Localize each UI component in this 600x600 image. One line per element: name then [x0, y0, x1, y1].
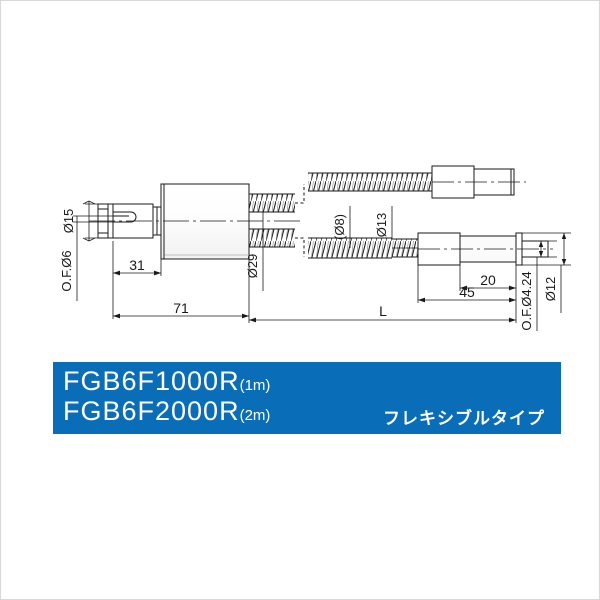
- dim-dia15-label: Ø15: [61, 209, 76, 234]
- break-bracket-lower: [295, 237, 305, 257]
- dim-of-dia424-label: O.F.Ø4.24: [519, 271, 534, 330]
- upper-end-fitting: [431, 165, 526, 199]
- dim-dia12-label: Ø12: [543, 277, 558, 302]
- model-line-2: FGB6F2000R(2m): [63, 396, 270, 427]
- break-bracket-upper: [295, 184, 305, 204]
- coil-section-body-lower: [249, 228, 295, 248]
- dim-dia29-label: Ø29: [245, 254, 260, 279]
- dimension-lines: [73, 200, 571, 331]
- coil-section-body-upper: [249, 193, 295, 213]
- product-type-label: フレキシブルタイプ: [383, 409, 545, 428]
- dim-L-label: L: [379, 303, 387, 319]
- dim-of-dia6-label: O.F.Ø6: [59, 250, 74, 291]
- main-body-cylinder: [160, 183, 250, 260]
- dim-20-label: 20: [480, 272, 496, 288]
- dim-31-label: 31: [129, 257, 145, 273]
- dim-71-label: 71: [173, 300, 189, 316]
- product-label-bar: FGB6F1000R(1m) FGB6F2000R(2m) フレキシブルタイプ: [53, 362, 561, 434]
- model-line-1: FGB6F1000R(1m): [63, 366, 270, 397]
- upper-flex-shaft: [308, 172, 432, 192]
- model-code-2: FGB6F2000R: [63, 396, 240, 426]
- model-length-2: (2m): [239, 407, 271, 424]
- lower-end-fitting: [417, 232, 553, 266]
- model-length-1: (1m): [239, 377, 271, 394]
- dim-45-label: 45: [459, 284, 475, 300]
- dim-dia13-label: Ø13: [374, 213, 389, 238]
- dim-dia8-label: (Ø8): [332, 214, 347, 240]
- technical-drawing: Ø15 O.F.Ø6 31 71 Ø29 (Ø8) Ø13 L 20 45 O.…: [1, 1, 599, 356]
- drawing-svg: Ø15 O.F.Ø6 31 71 Ø29 (Ø8) Ø13 L 20 45 O.…: [59, 165, 571, 331]
- model-code-1: FGB6F1000R: [63, 366, 240, 396]
- dimension-labels: Ø15 O.F.Ø6 31 71 Ø29 (Ø8) Ø13 L 20 45 O.…: [59, 209, 558, 331]
